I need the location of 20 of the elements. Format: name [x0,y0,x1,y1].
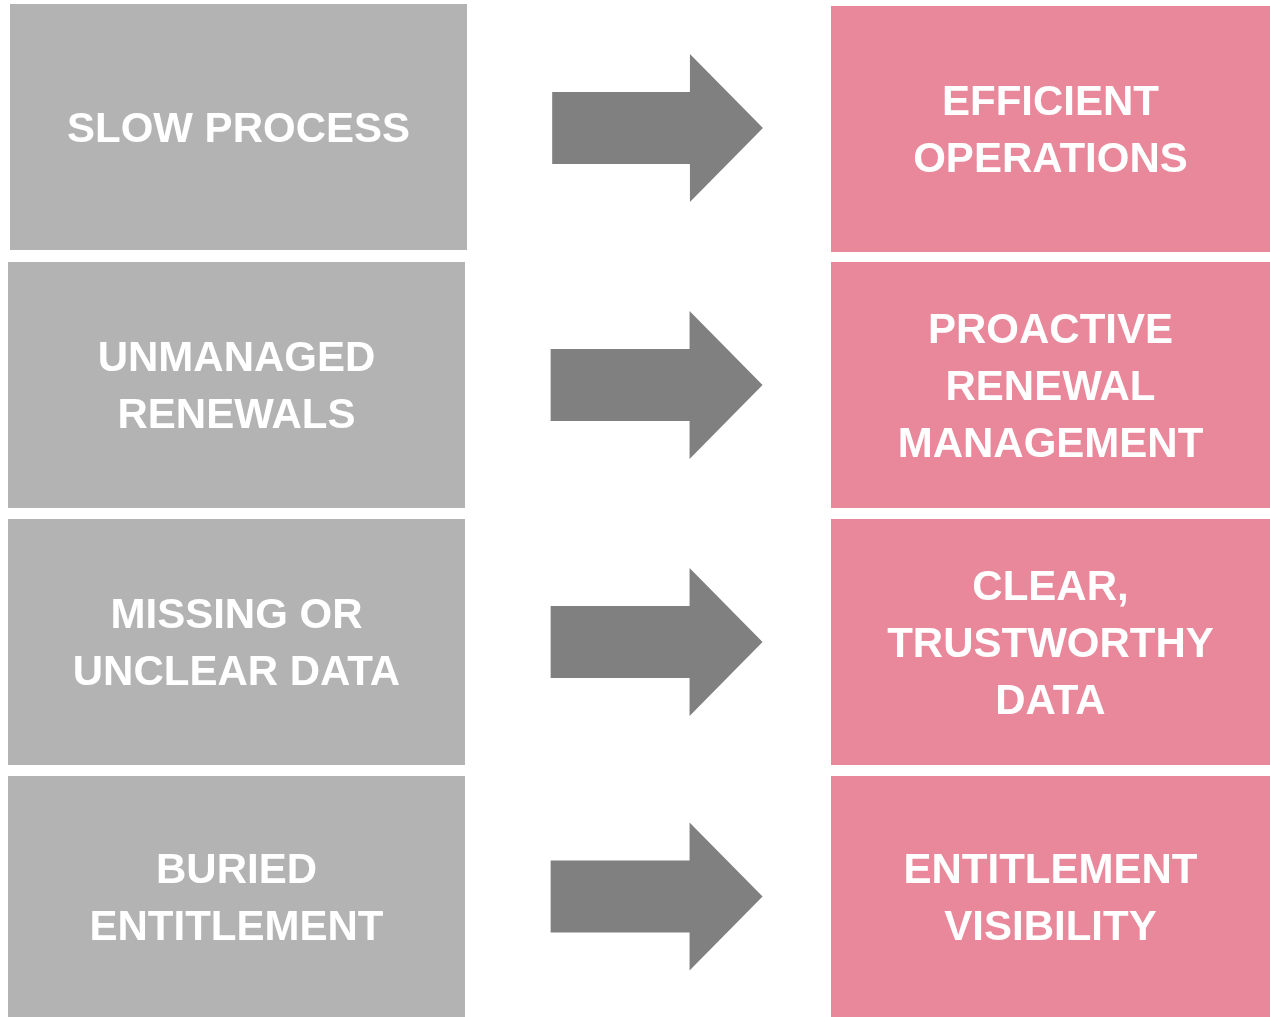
box-label: ENTITLEMENT VISIBILITY [902,843,1199,951]
box-label: UNMANAGED RENEWALS [96,332,377,439]
problem-box [8,262,465,508]
box-label: BURIED ENTITLEMENT [88,843,385,951]
outcome-box [831,776,1270,1017]
box-label: EFFICIENT OPERATIONS [912,76,1189,183]
problem-box [10,4,467,250]
outcome-box [831,6,1270,252]
block-arrow [550,311,763,459]
box-label: PROACTIVE RENEWAL MANAGEMENT [896,303,1205,468]
outcome-box [831,262,1270,508]
box-label: CLEAR, TRUSTWORTHY DATA [886,560,1215,725]
box-label: MISSING OR UNCLEAR DATA [71,589,402,696]
block-arrow [550,568,763,716]
block-arrow [552,54,763,202]
problem-box [8,519,465,765]
box-label: SLOW PROCESS [66,102,410,153]
problem-box [8,776,465,1017]
block-arrow [550,822,763,971]
outcome-box [831,519,1270,765]
